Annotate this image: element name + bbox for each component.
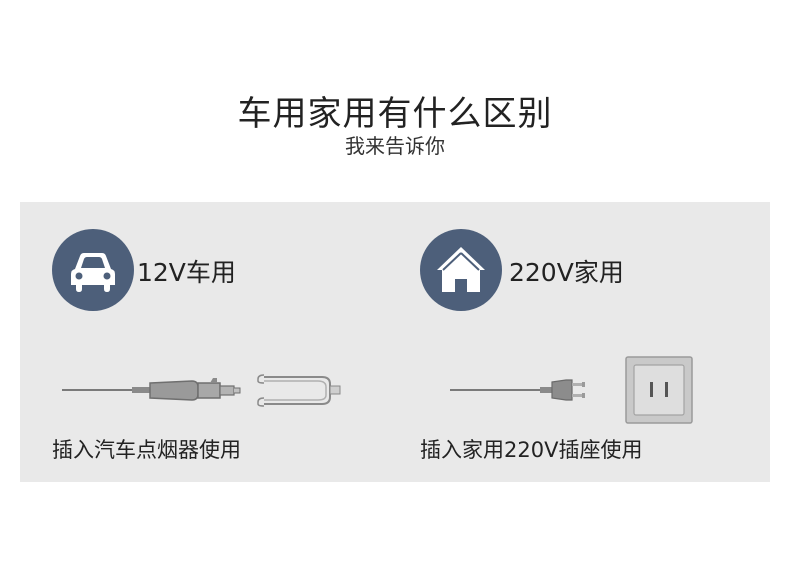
car-label: 12V车用 [137,258,236,287]
page-subtitle: 我来告诉你 [345,134,445,158]
page-title: 车用家用有什么区别 [237,94,553,134]
house-icon [437,247,485,292]
home-caption: 插入家用220V插座使用 [420,438,643,462]
house-label: 220V家用 [509,258,624,287]
house-badge [420,229,502,311]
car-caption: 插入汽车点烟器使用 [52,438,241,462]
car-charger-cable-icon [62,374,341,407]
home-plug-socket-icon [450,356,693,424]
comparison-panel: 12V车用 220V家用 插入汽车点烟 [20,202,770,482]
car-icon [71,253,115,292]
car-badge [52,229,134,311]
